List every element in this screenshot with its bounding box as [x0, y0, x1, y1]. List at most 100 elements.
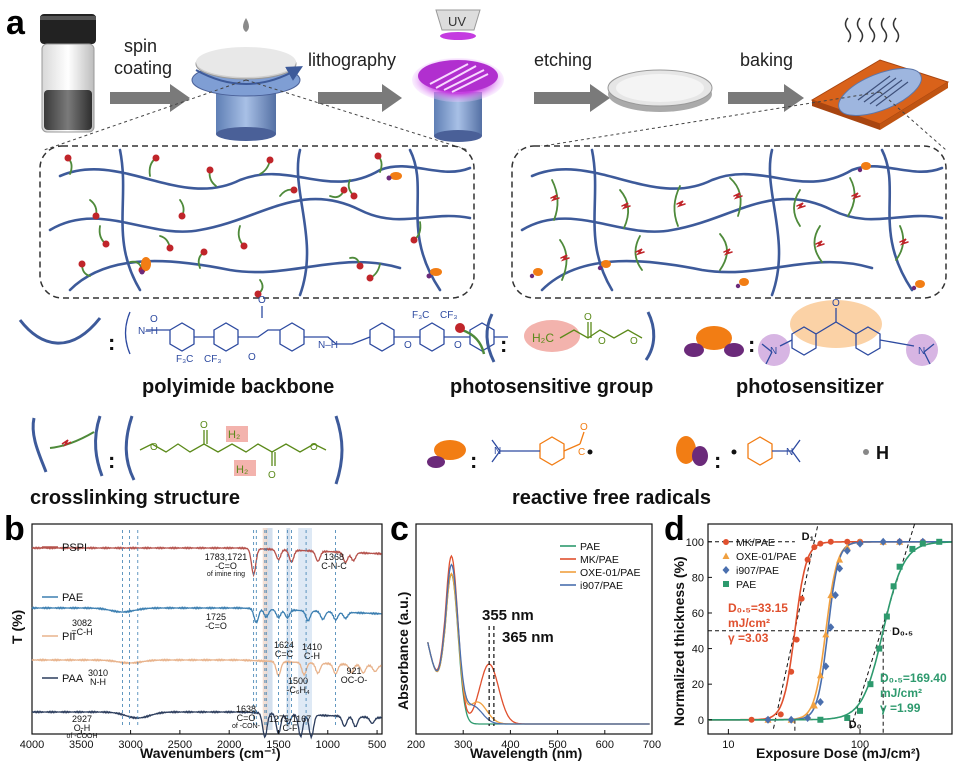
contrast-point-1-3 — [810, 702, 818, 709]
chem-cf3-1: CF₃ — [204, 354, 221, 365]
svg-text::: : — [108, 330, 115, 355]
contrast-annotation-pae-2: γ =1.99 — [880, 701, 921, 715]
ftir-band-1 — [286, 528, 291, 730]
ftir-x-tick-label-2: 3000 — [118, 739, 142, 751]
ftir-peak-label-0: 1783,1721 — [205, 552, 248, 562]
contrast-point-2-6 — [831, 591, 839, 600]
ftir-peak-label-4: 1624 — [274, 640, 294, 650]
caption-photosensitizer: photosensitizer — [736, 376, 884, 398]
uv-legend-label-3: i907/PAE — [580, 580, 623, 592]
contrast-point-2-7 — [836, 564, 844, 573]
contrast-y-axis-title: Normalized thickness (%) — [671, 556, 687, 726]
contrast-legend-marker-1 — [722, 552, 730, 559]
chem-o-10: O — [310, 442, 318, 453]
contrast-legend-label-3: PAE — [736, 579, 756, 591]
chem-n-2: N — [918, 346, 925, 357]
panel-a-letter: a — [6, 4, 26, 42]
contrast-point-1-5 — [822, 630, 830, 638]
chem-o-11: O — [580, 422, 588, 433]
contrast-legend-marker-0 — [723, 539, 729, 545]
polymer-network-before — [48, 148, 472, 298]
ftir-y-axis-title: T (%) — [9, 610, 25, 644]
caption-crosslinking-structure: crosslinking structure — [30, 487, 240, 509]
contrast-legend-marker-2 — [722, 566, 730, 574]
uv-line-0 — [427, 572, 650, 725]
contrast-point-3-9 — [919, 540, 926, 547]
uv-x-tick-label-4: 600 — [596, 739, 614, 751]
contrast-annotation-mk-0: D₀.₅=33.15 — [728, 601, 788, 615]
chem-o-3: O — [584, 312, 592, 323]
contrast-point-0-2 — [777, 711, 784, 718]
ftir-peak-label-2: 3082 — [72, 618, 92, 628]
contrast-y-tick-label-2: 40 — [692, 644, 704, 656]
panel-a: a spin coating lithography — [6, 4, 950, 509]
contrast-point-3-10 — [936, 538, 943, 545]
ftir-series-label-1: PAE — [62, 592, 83, 604]
caption-polyimide-backbone: polyimide backbone — [142, 376, 334, 398]
ftir-peak-note-10: of -CON- — [232, 723, 261, 730]
step-label-etching: etching — [534, 50, 592, 70]
process-arrow-spin-coating: spin coating — [110, 36, 190, 112]
uv-x-tick-label-0: 200 — [407, 739, 425, 751]
ftir-peak-group-2: =C-H — [71, 627, 92, 637]
uv-line-2 — [427, 572, 650, 725]
contrast-y-tick-label-0: 0 — [698, 715, 704, 727]
zoom-guide-lines — [43, 79, 947, 151]
chem-f3c-1: F₃C — [176, 354, 193, 365]
ftir-x-tick-label-3: 2500 — [168, 739, 192, 751]
svg-text::: : — [748, 332, 755, 357]
contrast-point-2-5 — [827, 623, 835, 632]
ftir-peak-group-4: C=C — [275, 649, 294, 659]
step-label-coating: coating — [114, 58, 172, 78]
contrast-y-tick-label-5: 100 — [686, 537, 704, 549]
contrast-x-tick-label-1: 100 — [851, 739, 869, 751]
svg-text::: : — [500, 332, 507, 357]
ftir-x-axis-title: Wavenumbers (cm⁻¹) — [140, 745, 281, 761]
uv-x-tick-label-2: 400 — [501, 739, 519, 751]
contrast-point-0-4 — [793, 636, 800, 643]
contrast-guide-lines — [708, 523, 916, 734]
solution-jar-icon — [40, 14, 96, 133]
step-label-lithography: lithography — [308, 50, 396, 70]
ftir-band-3 — [298, 528, 312, 730]
contrast-point-0-10 — [844, 538, 851, 545]
ftir-line-pae — [31, 606, 382, 624]
contrast-point-3-0 — [817, 716, 824, 723]
contrast-point-1-4 — [816, 671, 824, 679]
uv-label: UV — [448, 14, 466, 29]
chem-nh-1: N–H — [138, 326, 158, 337]
contrast-legend-label-2: i907/PAE — [736, 565, 779, 577]
caption-photosensitive-group: photosensitive group — [450, 376, 653, 398]
contrast-point-2-9 — [856, 539, 864, 548]
contrast-point-1-7 — [836, 556, 844, 563]
hydrogen-radical-label: H — [876, 443, 889, 463]
contrast-point-2-2 — [804, 713, 812, 722]
contrast-point-2-3 — [816, 697, 824, 706]
polyimide-structure-drawing — [124, 306, 508, 355]
ftir-peak-group-5: C-H — [304, 651, 320, 661]
ftir-peak-group-1: C-N-C — [321, 561, 347, 571]
svg-text:O: O — [248, 352, 256, 363]
ftir-series-label-3: PAA — [62, 673, 84, 685]
process-arrow-baking: baking — [728, 50, 804, 112]
ftir-peak-group-8: OC-O- — [341, 675, 368, 685]
ftir-peak-note-9: of -COOH — [66, 733, 97, 740]
contrast-point-0-5 — [798, 595, 805, 602]
ftir-line-pspi — [31, 546, 382, 578]
contrast-annotation-pae-0: D₀.₅=169.40 — [880, 671, 947, 685]
chem-o-4: O — [598, 336, 606, 347]
contrast-point-2-11 — [896, 537, 904, 546]
ftir-line-paa — [31, 710, 382, 740]
chem-o-8: O — [200, 420, 208, 431]
contrast-point-0-8 — [817, 540, 824, 547]
legend-crosslinking-structure: : O O H₂ H₂ O O crosslinking structure — [30, 415, 344, 509]
contrast-point-3-3 — [867, 681, 874, 688]
contrast-point-3-7 — [896, 563, 903, 570]
ftir-peak-label-6: 3010 — [88, 668, 108, 678]
chem-h2-1: H₂ — [228, 429, 240, 441]
ftir-peak-group-10: C=O — [237, 713, 256, 723]
